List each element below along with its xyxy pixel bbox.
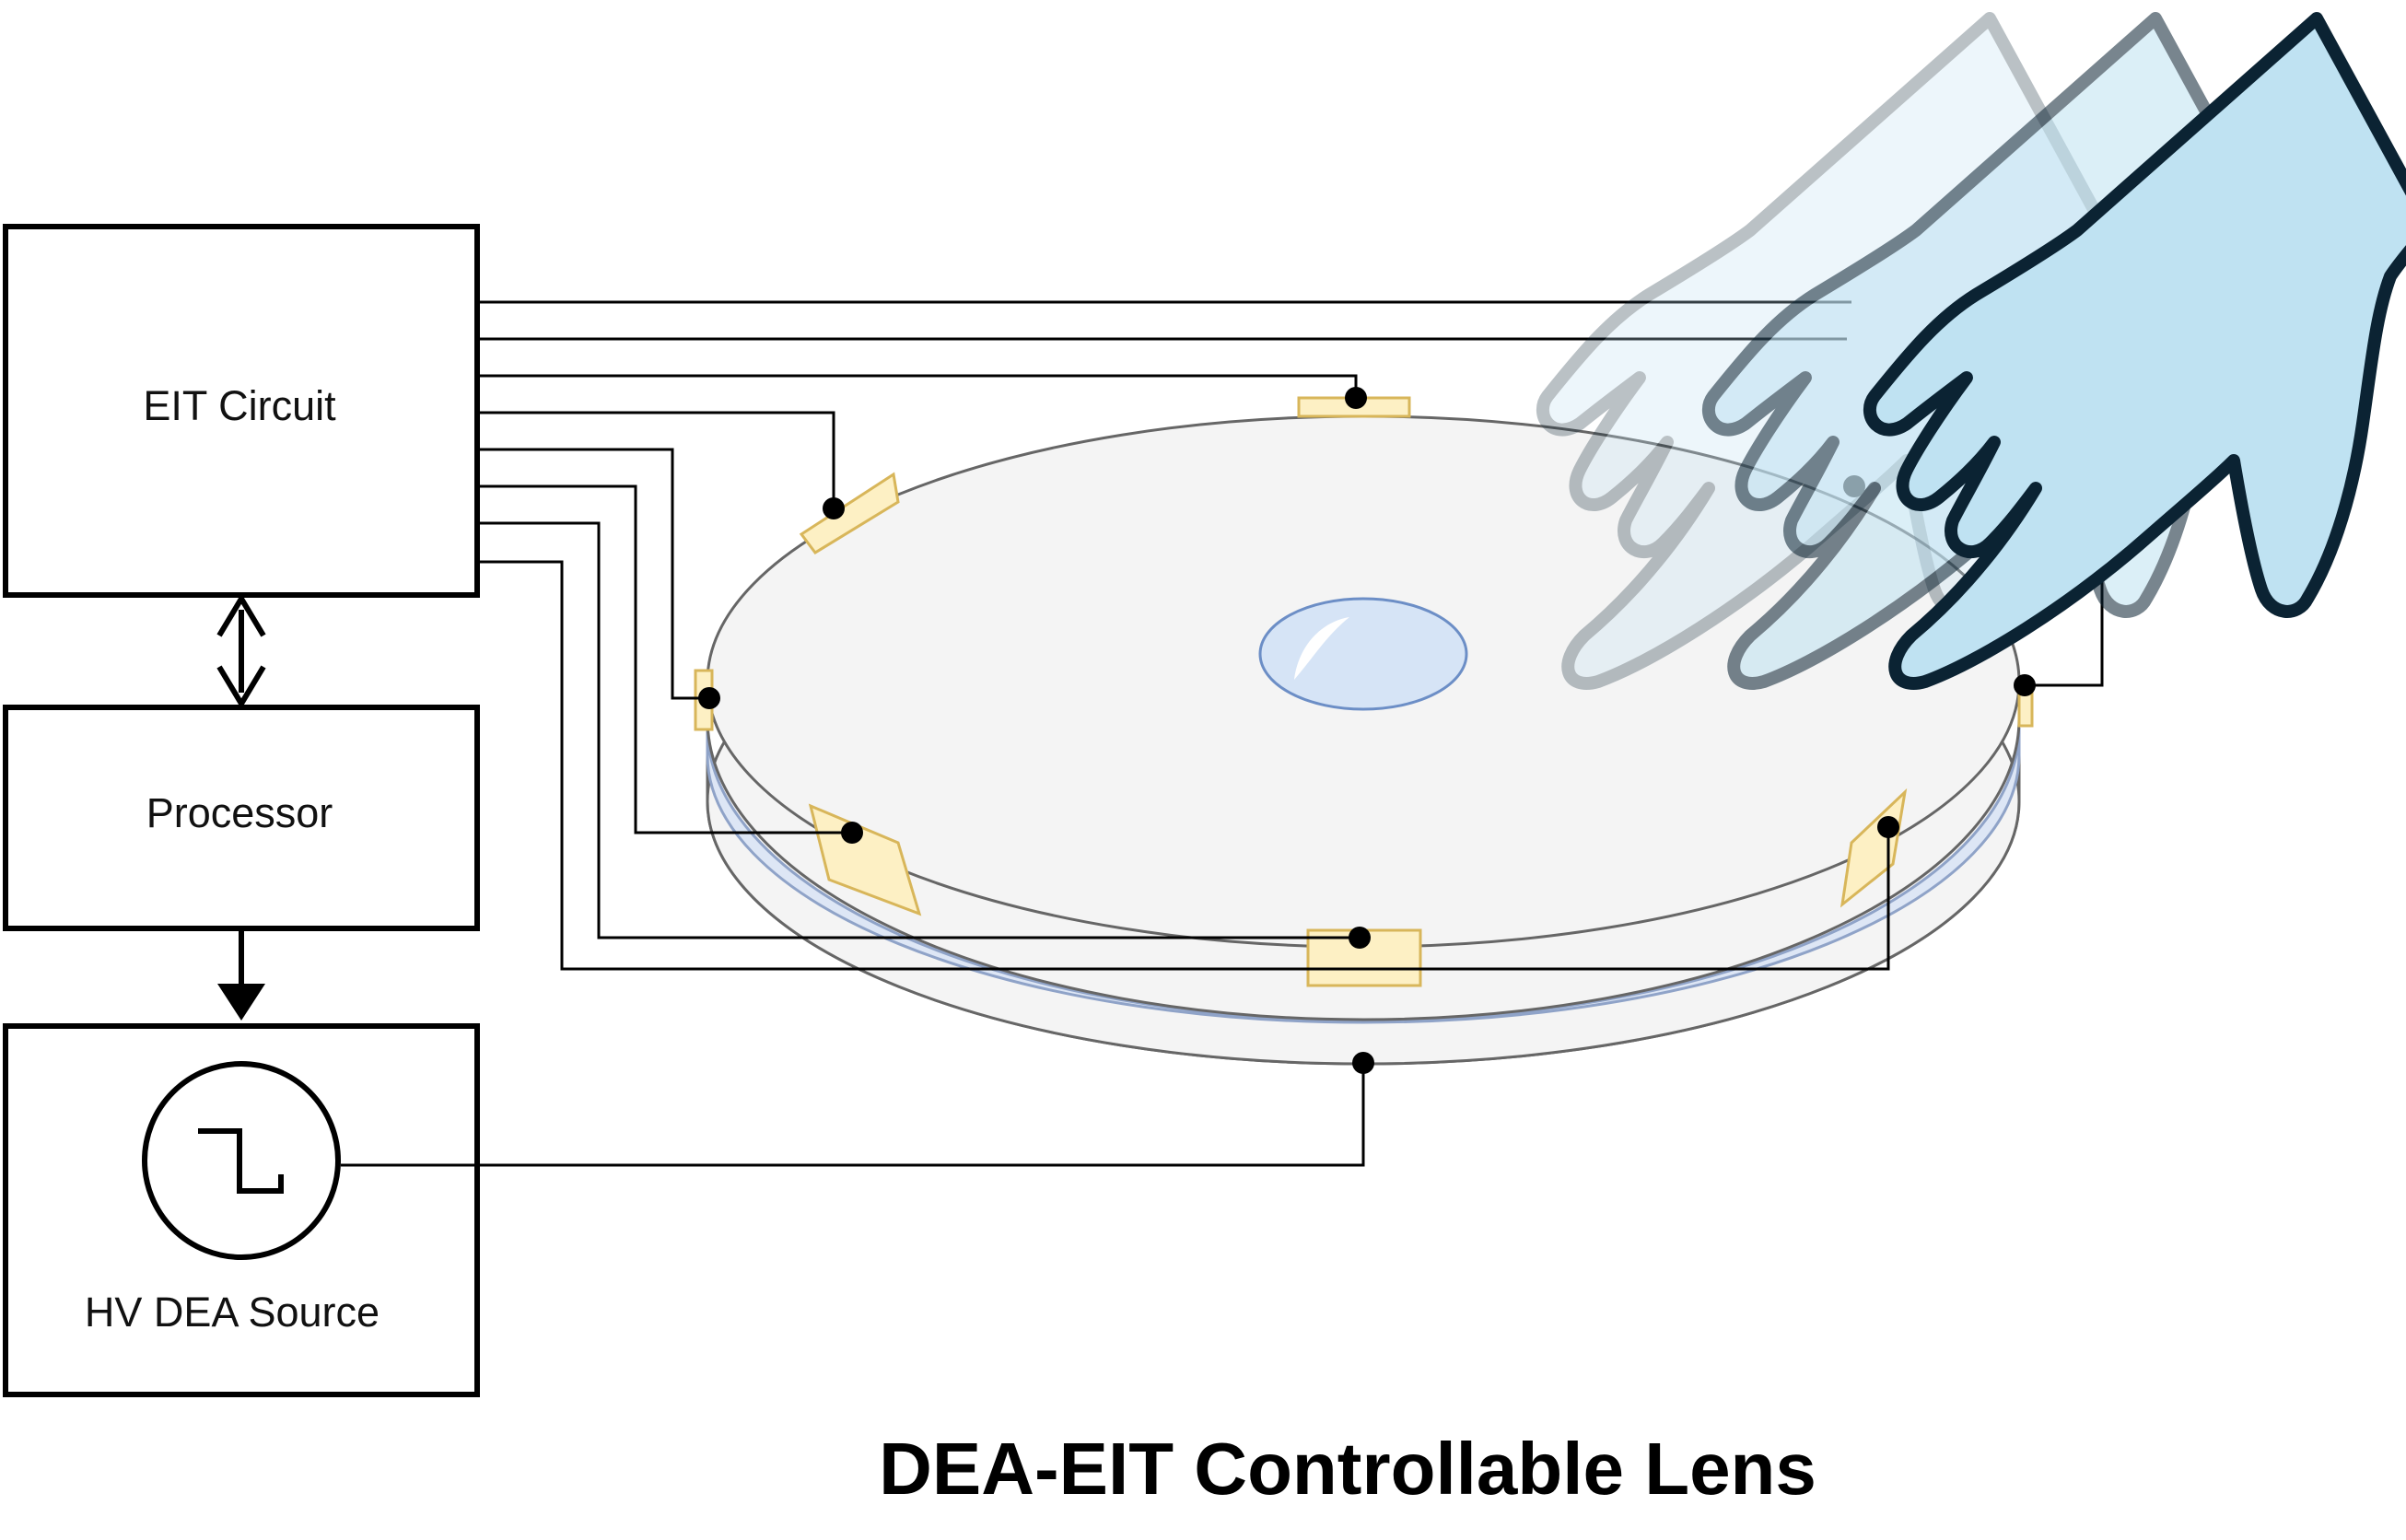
connection-dots — [698, 387, 2036, 1074]
processor-block: Processor — [3, 705, 480, 931]
wires — [341, 300, 2104, 1167]
processor-to-source-arrow — [217, 930, 265, 1021]
bidirectional-arrow — [216, 593, 266, 709]
hv-dea-source-block: HV DEA Source — [3, 1023, 480, 1397]
lens — [1258, 597, 1468, 711]
diagram-title: DEA-EIT Controllable Lens — [879, 1428, 1816, 1510]
processor-label: Processor — [146, 789, 333, 836]
hv-dea-source-label: HV DEA Source — [85, 1289, 380, 1336]
eit-circuit-label: EIT Circuit — [143, 382, 336, 429]
electrode-upper-left — [799, 472, 900, 554]
eit-circuit-block: EIT Circuit — [3, 224, 480, 598]
